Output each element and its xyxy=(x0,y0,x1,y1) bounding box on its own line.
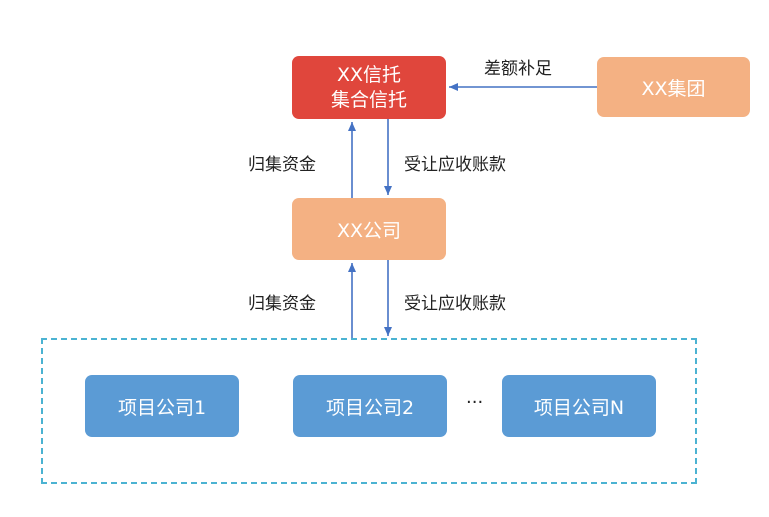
group-node: XX集团 xyxy=(597,57,750,117)
trust-node: XX信托 集合信托 xyxy=(292,56,446,119)
trust-node-line1: XX信托 xyxy=(336,63,402,86)
project-company-1-node: 项目公司1 xyxy=(85,375,239,437)
ellipsis-text: ··· xyxy=(466,392,484,413)
collect-funds-label-top: 归集资金 xyxy=(248,155,316,175)
receivables-label-bottom: 受让应收账款 xyxy=(404,294,506,314)
receivables-label-top: 受让应收账款 xyxy=(404,155,506,175)
trust-node-line2: 集合信托 xyxy=(330,88,407,111)
project-company-2-node: 项目公司2 xyxy=(293,375,447,437)
collect-funds-label-bottom: 归集资金 xyxy=(248,294,316,314)
company-node: XX公司 xyxy=(292,198,446,260)
guarantee-label: 差额补足 xyxy=(484,59,552,79)
project-company-n-node: 项目公司N xyxy=(502,375,656,437)
project-companies-container xyxy=(41,338,697,484)
